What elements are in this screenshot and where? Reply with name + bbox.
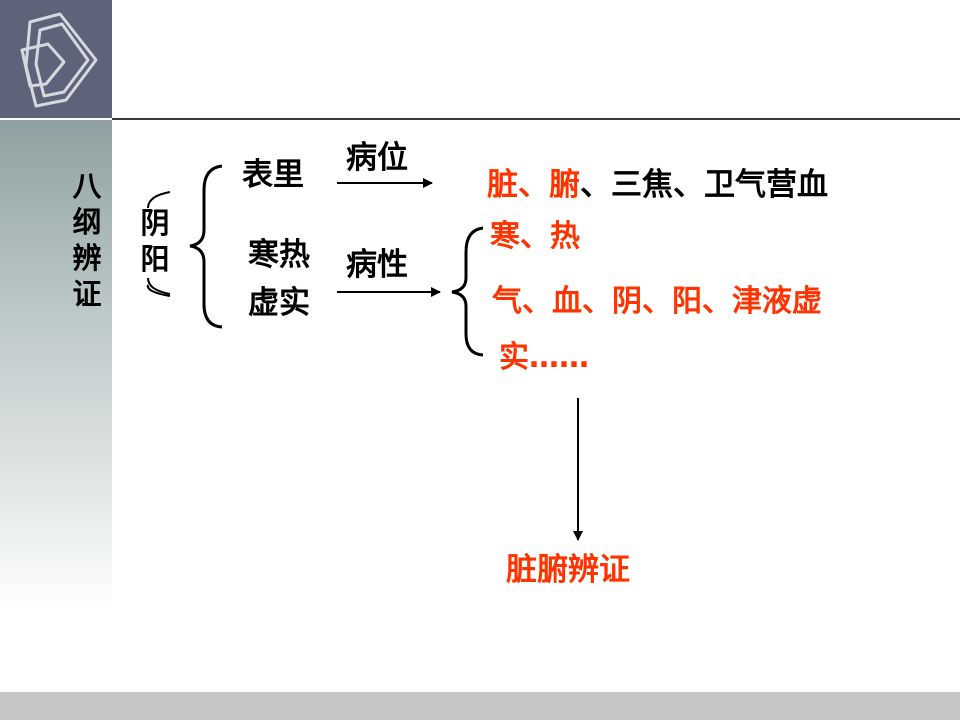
stacked-pages-logo-icon: [20, 12, 98, 108]
qi-blood-result-continued: 实……: [499, 340, 589, 375]
left-paren-lower: [146, 284, 171, 297]
eight-principles-char: 八: [72, 169, 102, 203]
logo-panel: [0, 0, 112, 118]
disease-location-label: 病位: [346, 140, 408, 176]
result-brace: [451, 226, 484, 357]
qi-blood-result: 气、血、阴、阳、津液虚: [492, 284, 822, 319]
organs-text: 脏、腑: [487, 167, 580, 203]
other-locations-text: 、三焦、卫气营血: [580, 167, 828, 203]
eight-principles-char: 纲: [72, 205, 102, 239]
location-result: 脏、腑、三焦、卫气营血: [487, 170, 828, 201]
cold-heat-label: 寒热: [248, 237, 310, 273]
zangfu-syndrome-label: 脏腑辨证: [506, 552, 630, 588]
main-brace: [189, 164, 223, 329]
eight-principles-char: 辨: [72, 241, 102, 275]
disease-nature-label: 病性: [346, 247, 408, 283]
footer-bar: [0, 692, 960, 720]
yin-yang-char: 阳: [140, 242, 170, 276]
side-gradient-panel: [0, 120, 112, 610]
eight-principles-label: 八 纲 辨 证: [70, 168, 104, 312]
yin-yang-label: 阴 阳: [138, 205, 172, 277]
cold-heat-result: 寒、热: [490, 219, 580, 254]
header-divider: [112, 118, 960, 120]
exterior-interior-label: 表里: [242, 157, 304, 193]
deficiency-excess-label: 虚实: [248, 285, 310, 321]
left-paren: [147, 191, 171, 295]
yin-yang-char: 阴: [140, 206, 170, 240]
eight-principles-char: 证: [72, 277, 102, 311]
